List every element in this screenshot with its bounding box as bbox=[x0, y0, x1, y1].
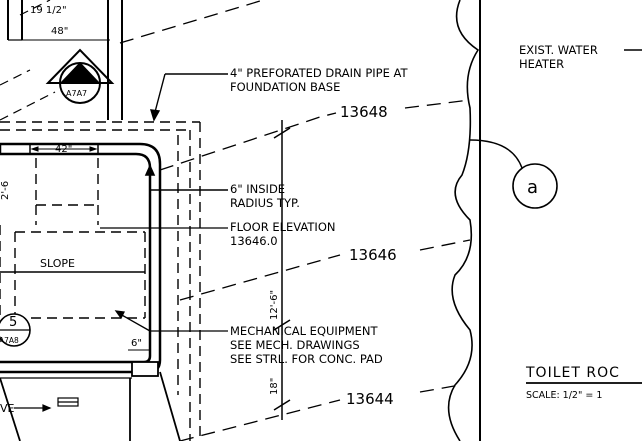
vertical-dimension-string bbox=[273, 120, 291, 420]
foundation-dashed-outline bbox=[0, 121, 201, 441]
dim-18: 18" bbox=[269, 378, 280, 395]
contour-13646: 13646 bbox=[349, 246, 397, 264]
detail-bubble-a: a bbox=[469, 139, 558, 209]
dim-42: 42" bbox=[55, 144, 72, 155]
dim-42-line bbox=[30, 146, 98, 152]
left-cut-label: VE bbox=[0, 402, 15, 415]
hatch-lines bbox=[0, 0, 56, 121]
section-sheet-a: A7A7 bbox=[66, 89, 87, 98]
dim-48: 48" bbox=[51, 26, 68, 37]
dim-19-half: 19 1/2" bbox=[30, 5, 67, 16]
contour-13644: 13644 bbox=[346, 390, 394, 408]
water-heater-note-line2: HEATER bbox=[519, 57, 564, 71]
section-number-5: 5 bbox=[9, 315, 17, 330]
mechanical-note-line2: SEE MECH. DRAWINGS bbox=[230, 338, 360, 352]
section-sheet-5: A7A8 bbox=[0, 336, 19, 345]
dim-12-6: 12'-6" bbox=[269, 290, 280, 320]
bottom-wall-lines bbox=[0, 371, 181, 441]
inside-radius-note-line1: 6" INSIDE bbox=[230, 182, 285, 196]
mechanical-leader bbox=[114, 310, 228, 332]
mechanical-note-line3: SEE STRL. FOR CONC. PAD bbox=[230, 352, 383, 366]
detail-bubble-letter: a bbox=[527, 177, 538, 198]
drain-pipe-note-line1: 4" PREFORATED DRAIN PIPE AT bbox=[230, 66, 408, 80]
contour-13648: 13648 bbox=[340, 103, 388, 121]
upper-wall-linework bbox=[7, 0, 123, 120]
section-letter-a: A bbox=[73, 68, 83, 84]
contour-lines bbox=[119, 0, 471, 441]
section-marker-a: A A7A7 bbox=[45, 48, 115, 104]
slope-label: SLOPE bbox=[40, 257, 75, 270]
drawing-scale: SCALE: 1/2" = 1 bbox=[526, 390, 602, 401]
floor-elevation-note-line1: FLOOR ELEVATION bbox=[230, 220, 335, 234]
left-cut-arrow bbox=[14, 397, 79, 412]
dim-small-6: 6" bbox=[131, 338, 142, 349]
water-heater-note-line1: EXIST. WATER bbox=[519, 43, 598, 57]
inside-radius-note-line2: RADIUS TYP. bbox=[230, 196, 300, 210]
break-line bbox=[447, 0, 480, 441]
pit-outline bbox=[0, 142, 162, 379]
floor-elevation-note-line2: 13646.0 bbox=[230, 234, 278, 248]
drain-pipe-note-line2: FOUNDATION BASE bbox=[230, 80, 340, 94]
dim-vert-cut: 2'-6 bbox=[0, 181, 11, 200]
drawing-title: TOILET ROC bbox=[525, 365, 620, 381]
section-marker-5: 5 A7A8 bbox=[0, 313, 31, 347]
mechanical-note-line1: MECHANICAL EQUIPMENT bbox=[230, 324, 379, 338]
inside-radius-leader bbox=[144, 164, 228, 191]
drain-pipe-leader bbox=[150, 73, 228, 122]
